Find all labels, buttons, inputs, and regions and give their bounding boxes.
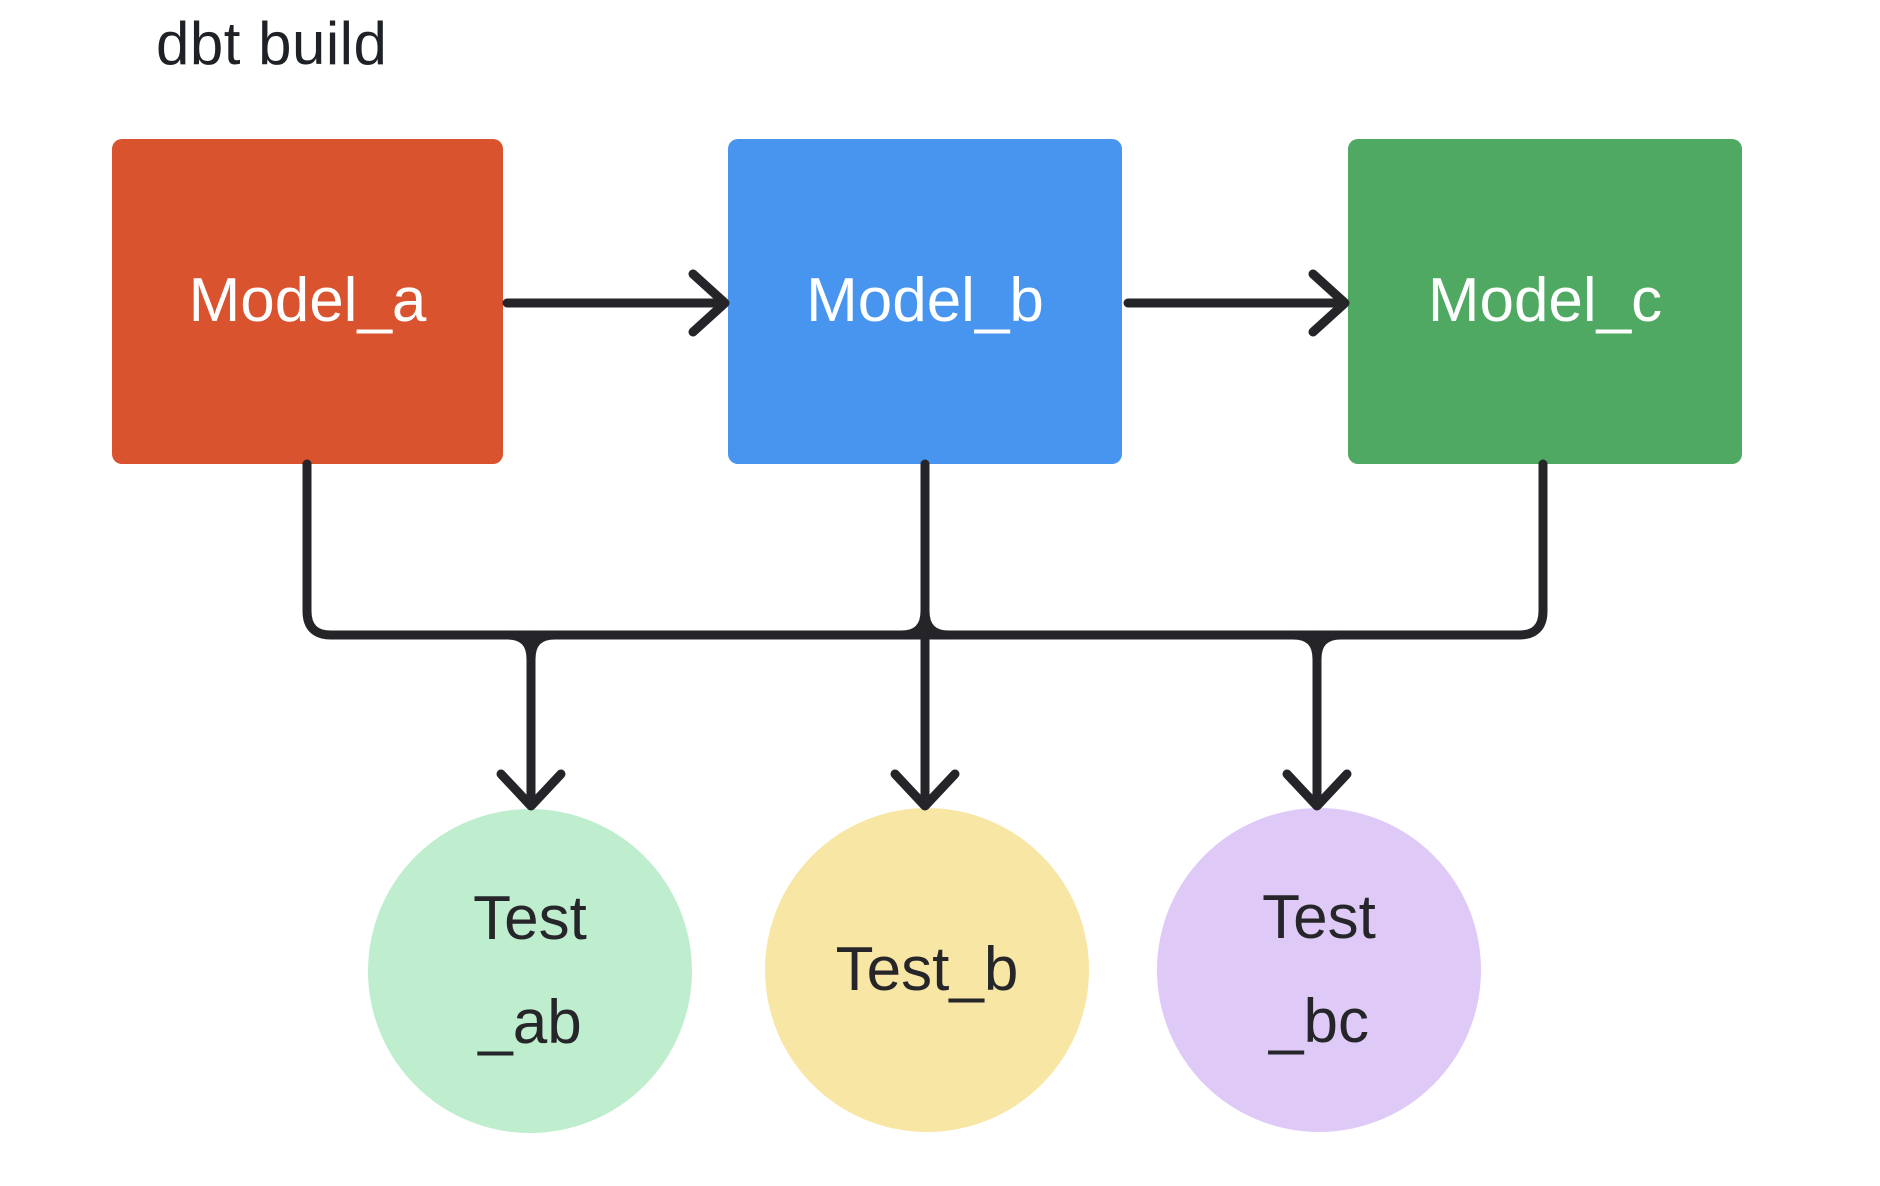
node-test-bc: Test _bc bbox=[1157, 808, 1481, 1132]
edge-model-b-to-test-b-arrow bbox=[890, 459, 960, 811]
edge-bus-to-test-ab-arrow bbox=[496, 630, 566, 811]
node-test-ab-label: Test _ab bbox=[473, 883, 587, 1057]
node-test-ab: Test _ab bbox=[368, 809, 692, 1133]
node-model-c-label: Model_c bbox=[1427, 266, 1663, 336]
edge-model-a-to-bus bbox=[302, 459, 336, 640]
node-test-b: Test_b bbox=[765, 808, 1089, 1132]
node-model-b-label: Model_b bbox=[806, 266, 1044, 336]
node-test-b-label: Test_b bbox=[835, 934, 1019, 1004]
node-model-a: Model_a bbox=[112, 139, 503, 464]
diagram-title: dbt build bbox=[156, 10, 388, 77]
edge-model-b-to-model-c-arrow bbox=[1123, 269, 1350, 337]
edge-bus-to-test-bc-arrow bbox=[1282, 630, 1352, 811]
node-test-bc-label: Test _bc bbox=[1262, 882, 1376, 1056]
edge-model-c-to-bus bbox=[1514, 459, 1548, 640]
node-model-c: Model_c bbox=[1348, 139, 1742, 464]
node-model-b: Model_b bbox=[728, 139, 1122, 464]
edge-model-a-to-model-b-arrow bbox=[502, 269, 730, 337]
node-model-a-label: Model_a bbox=[188, 266, 427, 336]
